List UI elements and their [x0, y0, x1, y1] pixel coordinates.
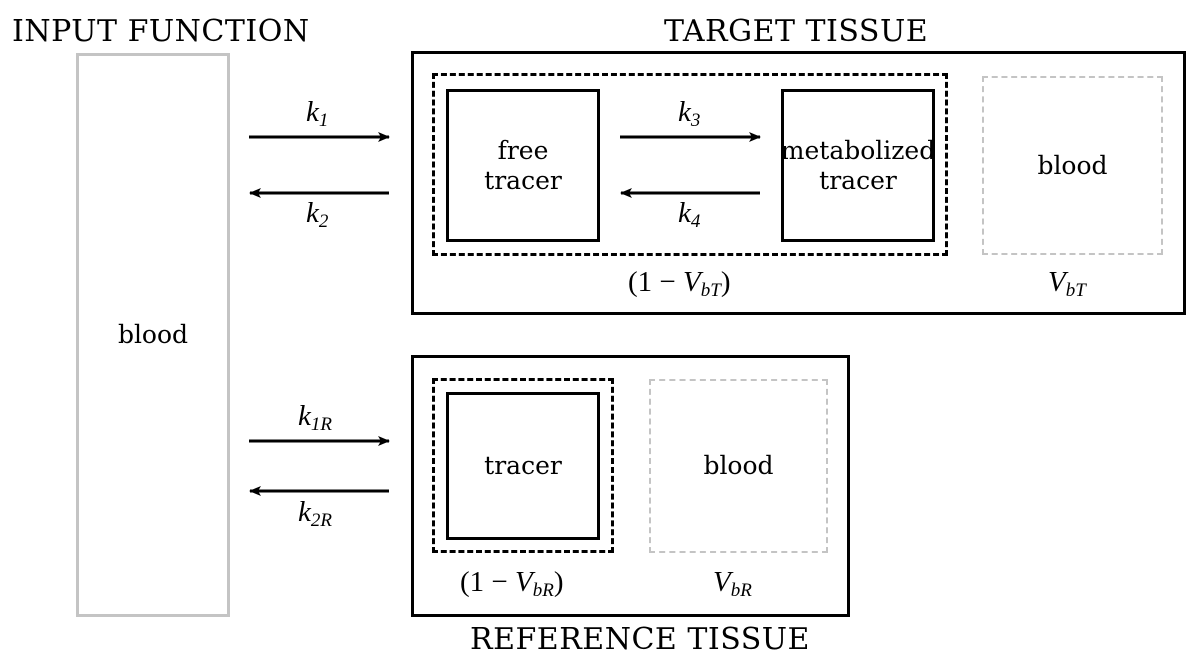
k1-label: k1: [306, 96, 329, 131]
metabolized-tracer-compartment: metabolized tracer: [781, 89, 935, 242]
free-tracer-compartment: free tracer: [446, 89, 600, 242]
reference-tracer-compartment: tracer: [446, 392, 600, 540]
reference-tracer-label: tracer: [484, 451, 562, 480]
k2R-label: k2R: [298, 496, 332, 531]
free-tracer-label-line2: tracer: [484, 165, 562, 195]
reference-tissue-fraction-label: (1 − VbR): [460, 566, 564, 601]
k4-label: k4: [678, 197, 701, 232]
target-tissue-fraction-label: (1 − VbT): [628, 266, 731, 301]
input-function-heading: INPUT FUNCTION: [12, 14, 310, 49]
reference-blood-label: blood: [703, 451, 774, 480]
input-blood-label: blood: [117, 320, 189, 349]
metabolized-tracer-label-line2: tracer: [819, 165, 897, 195]
k3-label: k3: [678, 96, 701, 131]
target-blood-label: blood: [1037, 150, 1108, 180]
target-tissue-fraction-box: [432, 73, 948, 256]
reference-blood-volume-label: VbR: [713, 566, 752, 601]
reference-tissue-box: [411, 355, 850, 617]
reference-tissue-fraction-box: [432, 378, 614, 553]
input-blood-compartment: blood: [76, 53, 230, 617]
target-blood-compartment: blood: [982, 76, 1163, 255]
free-tracer-label-line1: free: [497, 135, 549, 165]
target-blood-volume-label: VbT: [1048, 266, 1086, 301]
metabolized-tracer-label-line1: metabolized: [780, 135, 936, 165]
reference-blood-compartment: blood: [649, 379, 828, 553]
k1R-label: k1R: [298, 400, 332, 435]
target-tissue-heading: TARGET TISSUE: [664, 14, 929, 49]
k2-label: k2: [306, 197, 329, 232]
reference-tissue-heading: REFERENCE TISSUE: [470, 622, 810, 657]
target-tissue-box: [411, 51, 1186, 315]
